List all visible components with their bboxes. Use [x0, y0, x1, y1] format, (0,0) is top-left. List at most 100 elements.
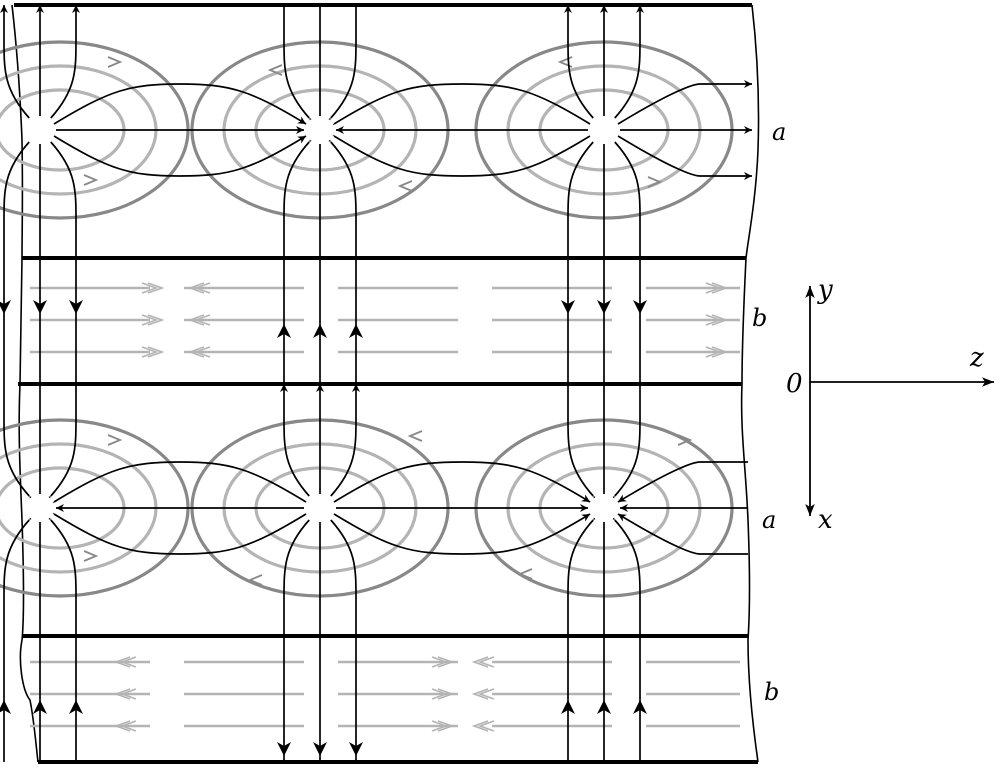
magnetic-chevron — [477, 720, 495, 732]
e-field-curve — [617, 80, 752, 125]
magnetic-chevron — [705, 282, 723, 294]
e-arrowhead — [277, 324, 291, 338]
field-nodes — [26, 116, 618, 522]
node-spot — [26, 494, 54, 522]
magnetic-chevron — [711, 346, 729, 358]
e-field-curve — [45, 461, 307, 510]
e-arrowhead — [349, 324, 363, 338]
node-spot — [26, 116, 54, 144]
e-field-vertical — [606, 384, 641, 505]
e-arrowhead — [633, 700, 647, 714]
e-field-vertical — [3, 511, 38, 762]
node-spot — [590, 116, 618, 144]
e-field-curve — [45, 506, 307, 555]
e-field-vertical — [50, 5, 80, 119]
e-arrowhead — [597, 700, 611, 714]
e-field-curve — [53, 83, 307, 125]
magnetic-chevron — [431, 720, 449, 732]
magnetic-chevron — [431, 688, 449, 700]
magnetic-chevron — [477, 656, 495, 668]
e-field-curve — [617, 461, 748, 503]
magnetic-loop-arrow — [397, 180, 413, 192]
magnetic-chevron — [141, 282, 159, 294]
magnetic-chevron — [193, 282, 211, 294]
label-band-a-top: a — [772, 118, 786, 146]
electric-field-lines — [0, 5, 752, 762]
magnetic-loop-arrow — [83, 174, 99, 186]
e-arrowhead — [313, 742, 327, 756]
e-field-vertical — [280, 384, 310, 497]
magnetic-chevron — [471, 656, 489, 668]
axis-labels: y z x 0 — [786, 275, 984, 535]
magnetic-chevron — [147, 346, 165, 358]
e-arrowhead — [313, 324, 327, 338]
magnetic-chevron — [141, 346, 159, 358]
magnetic-loop-arrow — [267, 64, 283, 76]
magnetic-loop-arrow — [557, 56, 573, 68]
magnetic-chevron — [705, 314, 723, 326]
magnetic-chevron — [113, 656, 131, 668]
magnetic-chevron — [705, 346, 723, 358]
axis-label-y: y — [817, 275, 833, 305]
e-field-vertical — [283, 5, 318, 127]
e-field-vertical — [567, 384, 602, 505]
magnetic-loop-arrow — [83, 550, 99, 562]
e-field-vertical — [606, 511, 641, 762]
magnetic-chevron — [113, 720, 131, 732]
e-field-curve — [333, 513, 591, 555]
magnetic-chevron — [711, 282, 729, 294]
node-spot — [306, 494, 334, 522]
e-arrowhead — [33, 300, 47, 314]
magnetic-chevron — [431, 656, 449, 668]
magnetic-chevron — [119, 720, 137, 732]
band-labels: a b a b — [752, 118, 786, 706]
axis-label-x: x — [818, 505, 833, 535]
e-field-vertical — [0, 5, 30, 119]
e-arrowhead — [561, 300, 575, 314]
left-edge — [11, 4, 39, 763]
node-spot — [306, 116, 334, 144]
e-arrowhead — [633, 300, 647, 314]
e-field-curve — [617, 135, 752, 180]
magnetic-chevron — [119, 688, 137, 700]
magnetic-chevron — [193, 346, 211, 358]
magnetic-chevron — [471, 688, 489, 700]
e-field-vertical — [567, 141, 594, 384]
magnetic-field-lines-b — [30, 282, 740, 732]
magnetic-chevron — [437, 656, 455, 668]
label-band-b-bottom: b — [764, 678, 779, 706]
e-field-curve — [325, 128, 591, 177]
magnetic-loop-arrow — [677, 434, 693, 446]
magnetic-loop-arrow — [107, 434, 123, 446]
e-field-vertical — [50, 141, 77, 384]
e-field-vertical — [330, 384, 360, 497]
magnetic-chevron — [141, 314, 159, 326]
e-field-curve — [325, 83, 591, 132]
label-band-b-top: b — [752, 304, 767, 332]
magnetic-chevron — [477, 688, 495, 700]
e-arrowhead — [561, 700, 575, 714]
origin-label: 0 — [786, 369, 803, 399]
e-field-vertical — [3, 141, 30, 384]
magnetic-chevron — [187, 282, 205, 294]
e-field-vertical — [330, 519, 357, 762]
magnetic-loop-arrow — [247, 574, 263, 586]
e-field-curve — [53, 135, 307, 177]
magnetic-chevron — [119, 656, 137, 668]
magnetic-chevron — [711, 314, 729, 326]
magnetic-chevron — [437, 720, 455, 732]
band-boundaries — [14, 3, 758, 764]
e-field-vertical — [564, 5, 594, 119]
e-field-vertical — [42, 384, 77, 505]
magnetic-chevron — [147, 314, 165, 326]
e-arrowhead — [33, 700, 47, 714]
magnetic-loop-arrow — [407, 430, 423, 442]
e-field-vertical — [322, 133, 357, 384]
e-field-vertical — [283, 133, 318, 384]
magnetic-chevron — [187, 346, 205, 358]
coordinate-axes — [805, 286, 994, 516]
magnetic-chevron — [471, 720, 489, 732]
magnetic-chevron — [187, 314, 205, 326]
e-arrowhead — [0, 300, 11, 314]
